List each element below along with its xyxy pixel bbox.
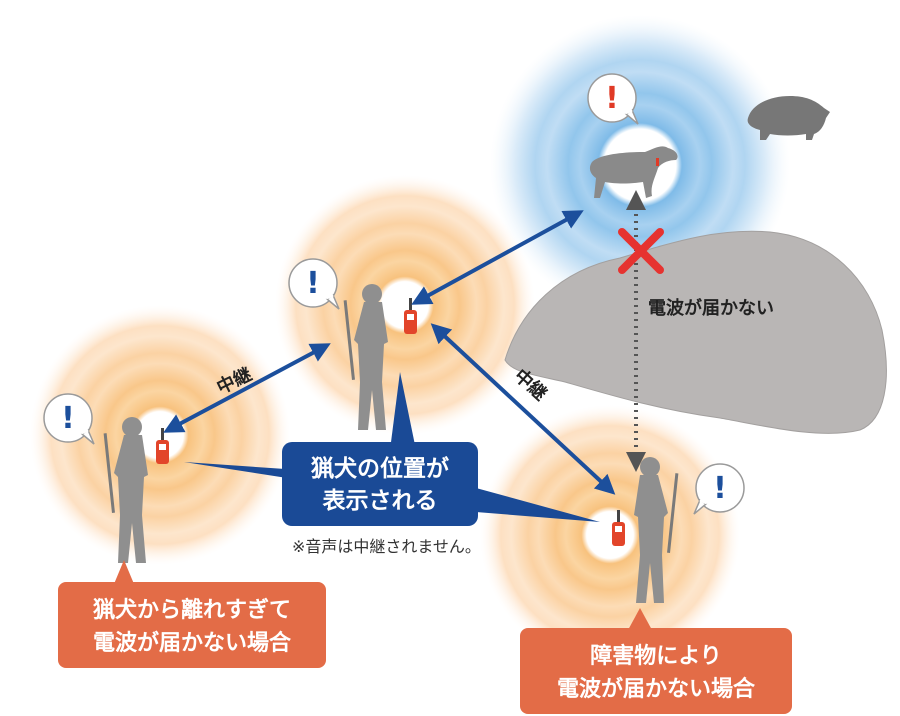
boar-icon — [747, 96, 830, 140]
relay-arrow-left — [163, 343, 331, 433]
callout-line-2: 表示される — [323, 488, 438, 514]
radio-range-right — [480, 405, 740, 665]
case-obstacle-box: 障害物により 電波が届かない場合 — [520, 608, 792, 714]
alert-bubble-icon: ! — [287, 257, 341, 311]
voice-note: ※音声は中継されません。 — [292, 537, 481, 556]
svg-text:!: ! — [61, 401, 75, 436]
case-too-far-box: 猟犬から離れすぎて 電波が届かない場合 — [58, 560, 326, 668]
relay-arrow-top — [411, 210, 584, 305]
callout-line-1: 猟犬の位置が — [310, 455, 449, 482]
dog-icon — [589, 146, 678, 198]
alert-mark: ! — [713, 471, 727, 506]
cross-icon — [618, 228, 664, 274]
alert-mark-dog: ! — [605, 81, 619, 116]
no-signal-label: 電波が届かない — [648, 297, 774, 319]
case-far-line-1: 猟犬から離れすぎて — [92, 597, 291, 623]
case-obstacle-line-2: 電波が届かない場合 — [557, 676, 756, 702]
relay-arrow-right — [430, 323, 616, 495]
dog-position-callout: 猟犬の位置が 表示される — [184, 372, 600, 526]
case-far-line-2: 電波が届かない場合 — [93, 630, 292, 656]
case-obstacle-line-1: 障害物により — [590, 643, 722, 669]
svg-text:!: ! — [306, 266, 320, 301]
alert-bubble-icon: ! — [42, 392, 96, 446]
